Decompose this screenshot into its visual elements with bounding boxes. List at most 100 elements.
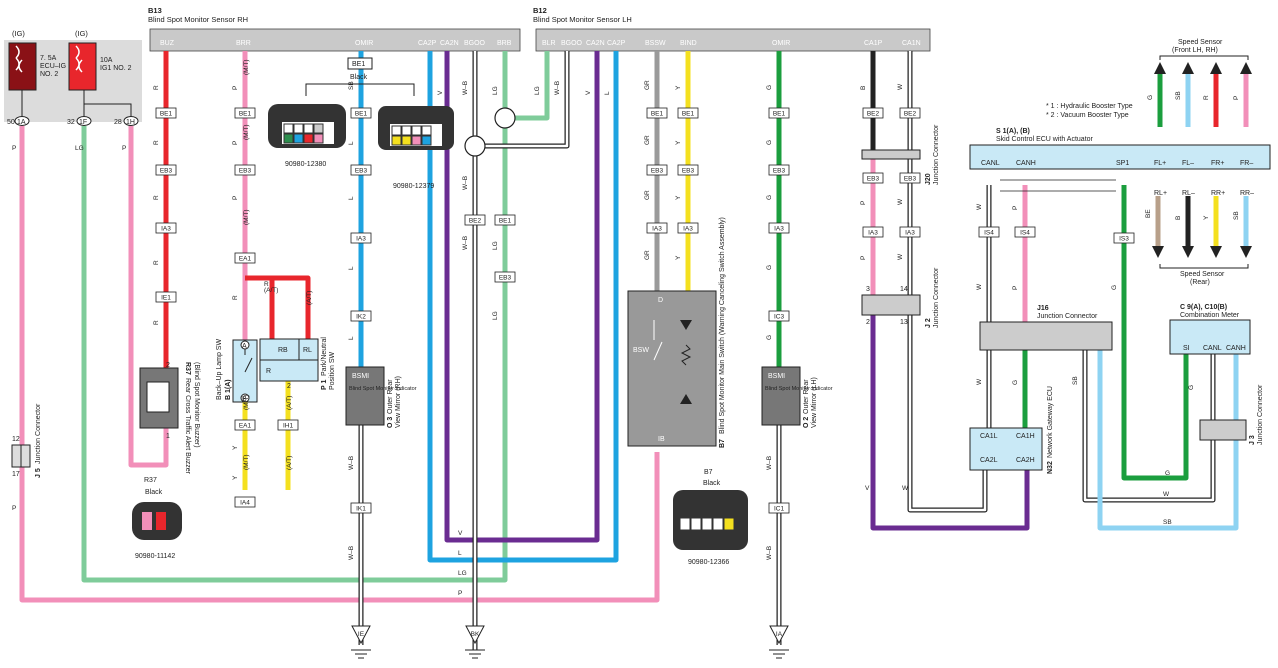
splice-point-lg [494,107,516,129]
fuse2-conn: 1F [79,119,87,126]
plug-conn-tag [347,57,373,70]
skid-ecu-code: S 1(A), (B) [996,128,1030,135]
mirror-lh-code: O 2 [803,417,810,428]
speed-rear-arrow-3 [1240,246,1252,258]
wire-label: V [458,530,463,537]
plug-conn-label: BE1 [352,61,365,68]
wire-label: R [153,140,160,145]
splice-point-wb [464,135,486,157]
wire-w-gw [907,315,988,513]
connector-box-28: IC1 [768,502,790,514]
wire-label: W–B [554,81,561,95]
buzzer-part: 90980-11142 [135,553,175,560]
wire-label: (M/T) [243,59,250,75]
wire-label: (A/T) [264,287,278,294]
wire-r-at [245,275,311,340]
connector-box-19: EB3 [646,164,668,176]
mirror-rh-name2: View Mirror (RH) [395,376,402,428]
park-sw-rl: RL [303,347,312,354]
main-sw-name: Blind Spot Monitor Main Switch (Warning … [719,217,726,434]
skid-flm: FL– [1182,160,1194,167]
j20-bar [861,149,921,160]
wire-label: LG [492,311,499,320]
wire-label: L [604,91,611,95]
meter-canl: CANL [1203,345,1222,352]
main-sw-body [627,290,717,447]
j5-code: J 5 [35,468,42,478]
wire-label: Y [675,195,682,200]
wire-label: R [153,195,160,200]
buzzer-color: Black [145,489,163,496]
wire-label: P [232,86,239,90]
svg-text:IA4: IA4 [240,500,250,507]
skid-rlm: RL– [1182,190,1195,197]
skid-lower-labels: RL+ RL– RR+ RR– [1154,190,1254,197]
j2-name: Junction Connector [933,267,940,328]
wire-label: GR [644,80,651,90]
wire-label: Y [675,85,682,90]
svg-text:IH1: IH1 [283,423,294,430]
main-sw-part: 90980-12366 [688,559,729,566]
svg-text:IA3: IA3 [161,226,171,233]
sensor-rh-code: B13 [148,6,162,15]
wire-label: V [865,485,870,492]
gw-ca1l: CA1L [980,433,998,440]
svg-text:3: 3 [866,286,870,293]
connector-box-35: IS4 [978,226,1000,238]
lh-pin-ca1p: CA1P [864,40,883,47]
wire-label: W [976,378,983,385]
sensor-lh-code: B12 [533,6,547,15]
wire-v-gw [870,315,1030,531]
svg-text:EB3: EB3 [651,168,664,175]
svg-text:BE1: BE1 [651,111,664,118]
connector-box-24: BE1 [768,107,790,119]
buzzer-tag: R37 [144,477,157,484]
connector-box-21: BE1 [677,107,699,119]
wire-wb-bgoo-lh-core [485,51,569,148]
wire-label: W [976,283,983,290]
wire-p-main [19,126,660,603]
speed-rear-arrow-1 [1182,246,1194,258]
note-1: * 1 : Hydraulic Booster Type [1046,103,1133,110]
connector-box-12: IA3 [350,232,372,244]
wire-label: W–B [462,81,469,95]
svg-text:BE1: BE1 [160,111,173,118]
fuse1-conn: 1A [17,119,26,126]
wire-label: W–B [462,176,469,190]
svg-text:IA3: IA3 [868,230,878,237]
wire-label: (M/T) [243,394,250,410]
wire-lg-main [81,126,508,583]
wire-label: LG [534,86,541,95]
mirror-rh-name: Outer Rear [387,379,394,414]
wire-label: L [348,196,355,200]
wire-label: W–B [348,546,355,560]
connector-box-3: IE1 [155,291,177,303]
wire-label: W–B [766,456,773,470]
wire-label: SB [1163,519,1172,526]
svg-text:IA3: IA3 [683,226,693,233]
wire-label: P [1012,286,1019,290]
svg-text:2: 2 [287,383,291,390]
main-sw-ib: IB [658,436,665,443]
mirror-lh-inner: Blind Spot Monitor Indicator [765,386,833,392]
wire-label: SB [1072,376,1079,385]
rh-pin-brr: BRR [236,40,251,47]
svg-text:EB3: EB3 [867,176,880,183]
rh-pin-brb: BRB [497,40,512,47]
wire-label: W [976,203,983,210]
mirror-rh-body [345,366,385,426]
fuse1-pin: 50 [7,119,15,126]
skid-sp1: SP1 [1116,160,1129,167]
wire-label: G [766,265,773,270]
svg-text:A: A [242,343,247,350]
connector-boxes: BE1EB3IA3IE1BE1EB3EA1EA1IA4IH1BE1EB3IA3I… [155,107,1135,514]
connector-box-14: IK1 [350,502,372,514]
wire-label: P [860,256,867,260]
wire-label: SB [348,81,355,90]
connector-box-37: IS3 [1113,232,1135,244]
svg-text:2: 2 [866,319,870,326]
svg-text:IA3: IA3 [356,236,366,243]
fuse2-name1: IG1 NO. 2 [100,65,132,72]
wire-label: Y [675,255,682,260]
wire-label: W–B [348,456,355,470]
